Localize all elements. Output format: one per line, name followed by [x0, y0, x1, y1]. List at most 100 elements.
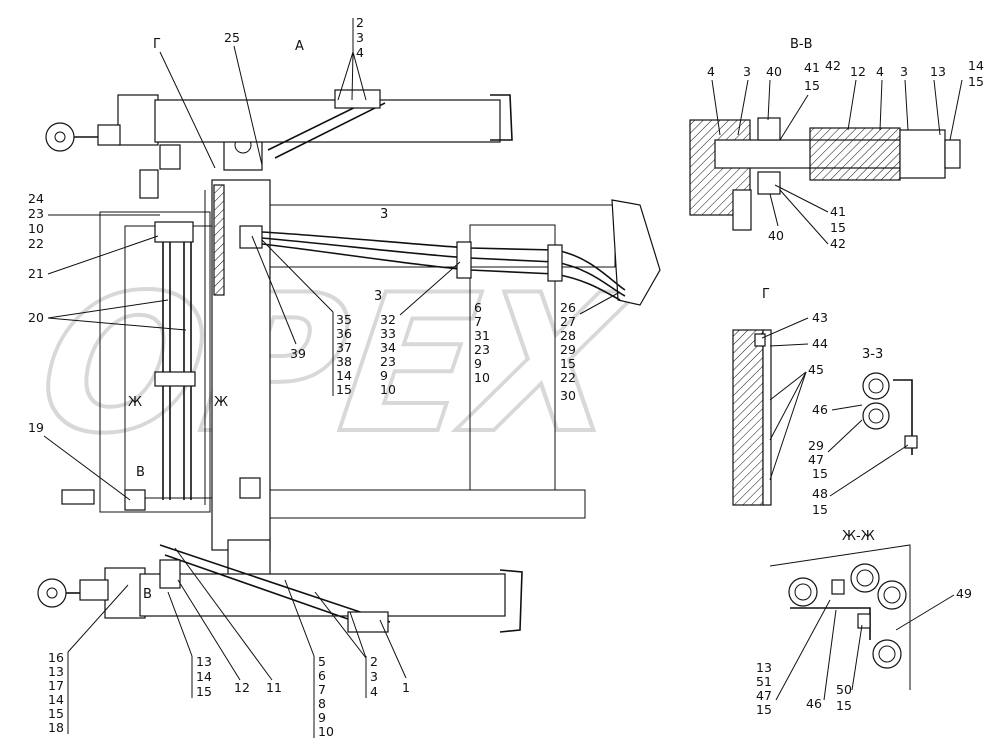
callout-16-group: 16 13 17 14 15 18 — [48, 584, 129, 735]
svg-text:48: 48 — [812, 486, 828, 501]
svg-text:38: 38 — [336, 354, 352, 369]
callout-24-group: 24 23 10 22 — [28, 191, 160, 251]
column-bracket — [239, 225, 263, 249]
top-rod-eye-hole — [54, 131, 66, 143]
svg-text:15: 15 — [830, 220, 846, 235]
zh-panel — [769, 544, 911, 690]
mark-v-top: В — [136, 465, 145, 480]
mark-zh-left: Ж — [128, 395, 142, 410]
vv-end — [944, 139, 961, 169]
s33-pipe-1 — [862, 372, 890, 400]
zh-pipe-4 — [872, 639, 902, 669]
svg-text:43: 43 — [812, 310, 828, 325]
svg-text:15: 15 — [756, 702, 772, 717]
svg-text:4: 4 — [356, 45, 364, 60]
mark-zh-right: Ж — [214, 395, 228, 410]
top-cylinder-end — [117, 94, 159, 146]
svg-text:22: 22 — [560, 370, 576, 385]
section-vv: В-В 4 3 40 41 15 42 12 4 3 13 14 15 — [689, 37, 984, 251]
bottom-rod — [79, 579, 109, 601]
section-vv-title: В-В — [790, 37, 813, 52]
section-g: Г 43 44 45 — [732, 287, 828, 506]
svg-text:46: 46 — [812, 402, 828, 417]
svg-text:15: 15 — [48, 706, 64, 721]
zh-bolt-1 — [831, 579, 845, 595]
callout-25: 25 — [224, 30, 240, 45]
left-bolt — [61, 489, 95, 505]
svg-text:30: 30 — [560, 388, 576, 403]
svg-text:3: 3 — [370, 669, 378, 684]
zh-pipe-3 — [877, 580, 907, 610]
vv-nut — [899, 129, 946, 179]
vv-labels-top: 4 3 40 41 15 42 12 4 3 13 14 15 — [707, 58, 984, 141]
zh-pipe-2 — [850, 563, 880, 593]
svg-text:3: 3 — [743, 64, 751, 79]
mid-clamp — [154, 371, 196, 387]
svg-text:13: 13 — [930, 64, 946, 79]
svg-text:7: 7 — [318, 682, 326, 697]
svg-text:40: 40 — [766, 64, 782, 79]
upper-manifold — [154, 221, 194, 243]
bottom-link-arm — [159, 544, 391, 623]
svg-text:36: 36 — [336, 326, 352, 341]
s33-pipe-2 — [862, 402, 890, 430]
svg-text:23: 23 — [474, 342, 490, 357]
svg-text:37: 37 — [336, 340, 352, 355]
section-33-title: 3-3 — [862, 347, 883, 362]
svg-text:7: 7 — [474, 314, 482, 329]
svg-text:29: 29 — [560, 342, 576, 357]
vv-sleeve — [809, 127, 901, 181]
svg-text:15: 15 — [560, 356, 576, 371]
hose-clamp-1 — [456, 241, 472, 279]
hose-clamp-2 — [547, 244, 563, 282]
section-zhzh-title: Ж-Ж — [842, 529, 875, 544]
hose-3 — [261, 243, 621, 301]
svg-text:10: 10 — [28, 221, 44, 236]
svg-text:12: 12 — [850, 64, 866, 79]
svg-text:18: 18 — [48, 720, 64, 735]
mark-3-top: 3 — [380, 207, 388, 222]
watermark: OPEX — [28, 255, 645, 476]
svg-text:6: 6 — [474, 300, 482, 315]
svg-text:33: 33 — [380, 326, 396, 341]
svg-text:24: 24 — [28, 191, 44, 206]
radiator-frame — [99, 211, 211, 513]
vv-stud — [732, 189, 752, 231]
callout-2-3-4-bottom: 2 3 4 — [314, 591, 378, 699]
svg-text:15: 15 — [804, 78, 820, 93]
svg-text:15: 15 — [196, 684, 212, 699]
svg-text:47: 47 — [756, 688, 772, 703]
section-33: 3-3 46 29 47 15 48 15 — [808, 347, 918, 517]
svg-text:14: 14 — [196, 669, 212, 684]
right-bracket — [611, 199, 661, 306]
s33-labels: 46 29 47 15 48 15 — [808, 402, 909, 517]
svg-text:17: 17 — [48, 678, 64, 693]
bottom-fitting — [159, 559, 181, 589]
callout-1: 1 — [402, 680, 410, 695]
callout-20: 20 — [28, 310, 44, 325]
s33-bracket — [893, 379, 913, 455]
svg-text:10: 10 — [380, 382, 396, 397]
fitting-upper — [159, 144, 181, 170]
svg-text:9: 9 — [318, 710, 326, 725]
svg-text:13: 13 — [48, 664, 64, 679]
svg-text:14: 14 — [48, 692, 64, 707]
svg-text:3: 3 — [356, 30, 364, 45]
svg-text:22: 22 — [28, 236, 44, 251]
svg-text:4: 4 — [876, 64, 884, 79]
svg-text:42: 42 — [830, 236, 846, 251]
svg-text:15: 15 — [812, 466, 828, 481]
top-rod-eye — [45, 122, 75, 152]
section-zhzh: Ж-Ж 49 13 51 47 15 46 50 15 — [756, 529, 972, 717]
callout-11: 11 — [266, 680, 282, 695]
svg-text:9: 9 — [474, 356, 482, 371]
vv-labels-bottom: 41 15 40 42 — [768, 184, 846, 251]
zh-bracket — [790, 607, 871, 640]
svg-text:49: 49 — [956, 586, 972, 601]
svg-text:51: 51 — [756, 674, 772, 689]
callout-26-group: 26 27 28 29 15 22 30 — [560, 291, 621, 403]
svg-text:35: 35 — [336, 312, 352, 327]
svg-text:15: 15 — [336, 382, 352, 397]
